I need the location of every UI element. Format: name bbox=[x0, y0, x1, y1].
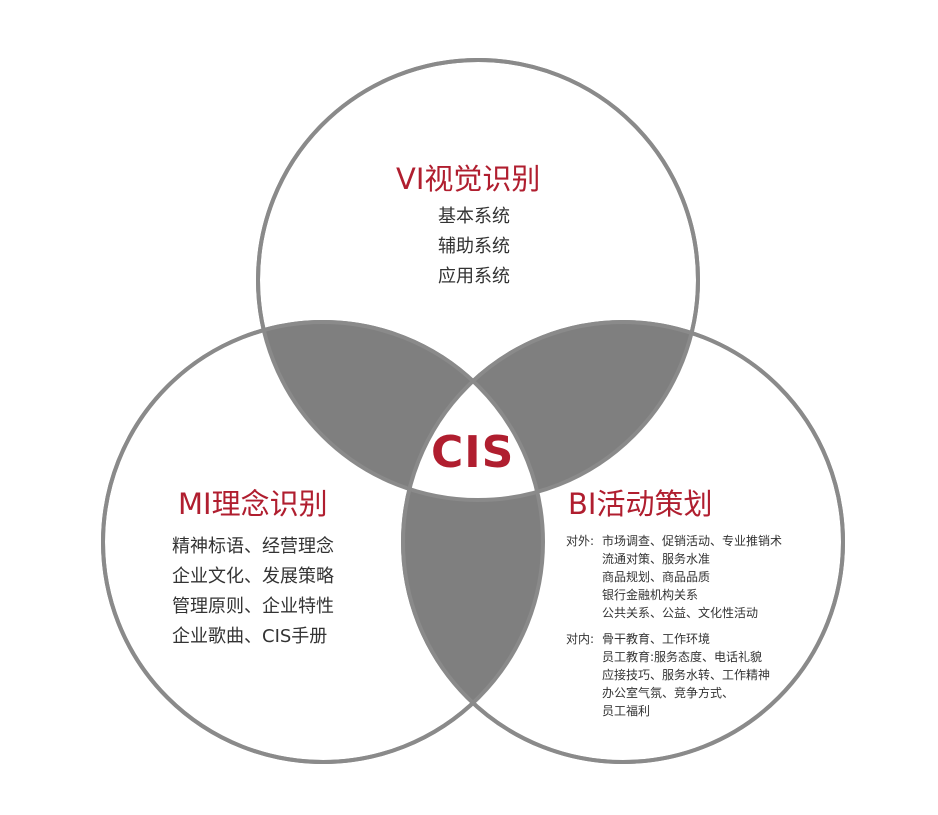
bi-internal-line: 办公室气氛、竞争方式、 bbox=[602, 686, 735, 700]
mi-item: 企业文化、发展策略 bbox=[172, 566, 334, 587]
vi-item: 基本系统 bbox=[438, 206, 510, 227]
bi-internal-label: 对内: bbox=[566, 632, 595, 646]
vi-item: 辅助系统 bbox=[438, 236, 510, 257]
mi-item: 管理原则、企业特性 bbox=[172, 596, 334, 617]
mi-item: 企业歌曲、CIS手册 bbox=[172, 626, 328, 647]
vi-title: VI视觉识别 bbox=[396, 162, 541, 196]
bi-internal-line: 应接技巧、服务水转、工作精神 bbox=[602, 668, 771, 682]
bi-internal-row: 对内: 骨干教育、工作环境 bbox=[566, 630, 710, 648]
mi-title: MI理念识别 bbox=[178, 487, 328, 521]
bi-external-line: 银行金融机构关系 bbox=[602, 588, 699, 602]
bi-external-row: 对外: 市场调查、促销活动、专业推销术 bbox=[566, 532, 782, 550]
bi-external-line: 市场调查、促销活动、专业推销术 bbox=[602, 534, 783, 548]
bi-internal-line: 员工福利 bbox=[602, 704, 651, 718]
bi-title: BI活动策划 bbox=[568, 487, 713, 521]
bi-external-line: 商品规划、商品品质 bbox=[602, 570, 711, 584]
bi-internal-line: 员工教育:服务态度、电话礼貌 bbox=[602, 650, 763, 664]
bi-external-label: 对外: bbox=[566, 534, 595, 548]
bi-internal-line: 骨干教育、工作环境 bbox=[602, 632, 711, 646]
mi-item: 精神标语、经营理念 bbox=[172, 536, 334, 557]
vi-item: 应用系统 bbox=[438, 266, 510, 287]
bi-external-line: 公共关系、公益、文化性活动 bbox=[602, 606, 759, 620]
bi-external-line: 流通对策、服务水准 bbox=[602, 552, 711, 566]
center-label: CIS bbox=[431, 427, 515, 478]
